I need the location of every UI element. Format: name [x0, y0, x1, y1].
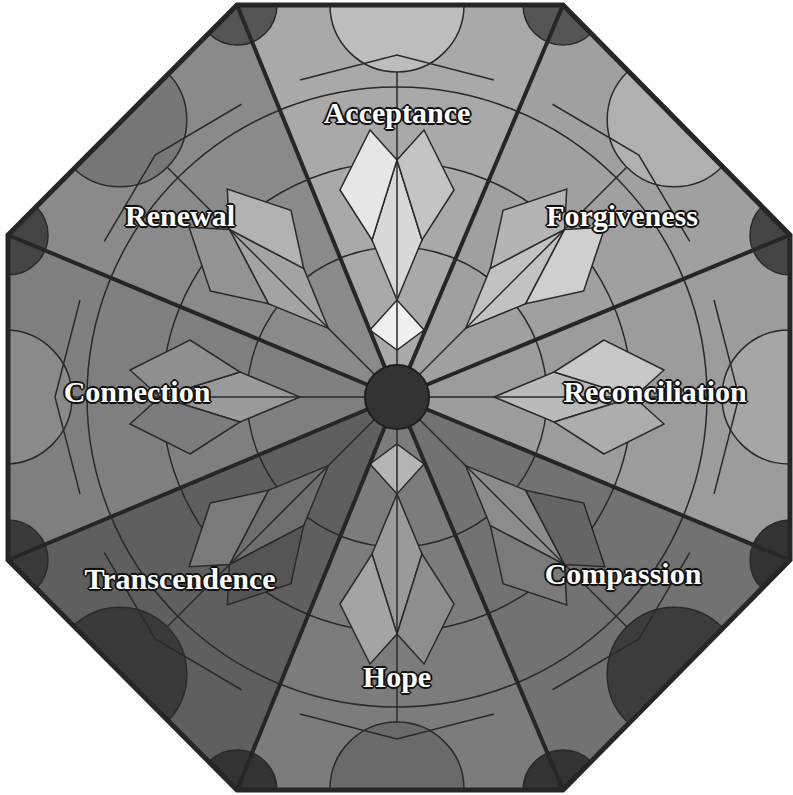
segment-label: Forgiveness	[546, 199, 698, 232]
segment-label: Connection	[64, 375, 211, 408]
segment-label: Renewal	[125, 199, 235, 232]
segment-label: Compassion	[545, 557, 702, 590]
segment-label: Acceptance	[324, 96, 471, 129]
segment-label: Reconciliation	[563, 375, 746, 408]
segment-label: Hope	[363, 660, 431, 693]
segment-label: Transcendence	[84, 562, 275, 595]
